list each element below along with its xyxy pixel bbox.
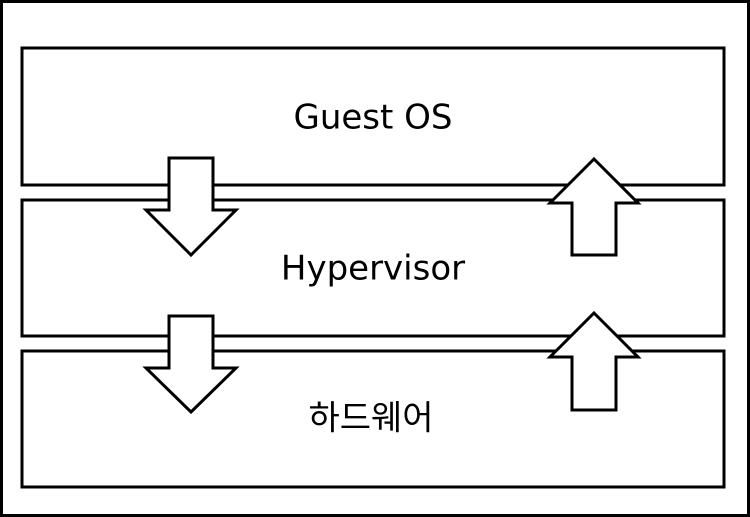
up-arrow-icon [546,310,642,412]
down-arrow-icon [142,156,240,258]
guest-os-label: Guest OS [293,98,452,138]
up-arrow-icon [546,156,642,257]
down-arrow-icon [142,314,240,415]
guest-os-layer [20,46,726,187]
hardware-label: 하드웨어 [308,399,433,439]
hypervisor-label: Hypervisor [281,249,465,289]
